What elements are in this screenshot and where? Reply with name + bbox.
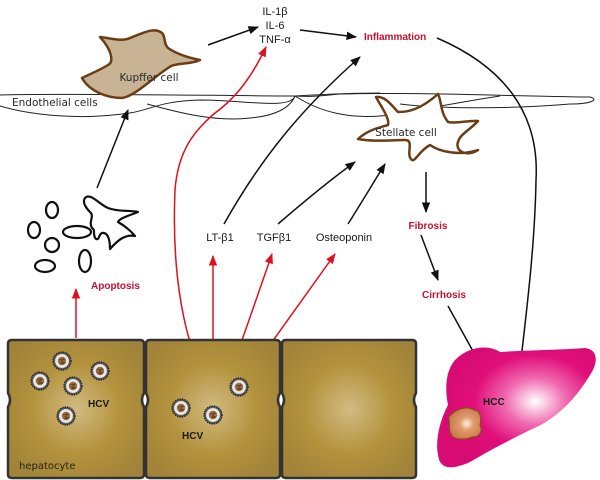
cytokine-list: IL-1β IL-6 TNF-α (259, 6, 291, 46)
cirrhosis-label: Cirrhosis (422, 290, 466, 301)
tumor-icon (448, 407, 482, 440)
hepatocyte-label: hepatocyte (19, 461, 76, 472)
hcv-virion-icon (229, 377, 249, 397)
hcv-virion-icon (63, 376, 83, 396)
hcv-virion-icon (52, 351, 72, 371)
hcv-label-2: HCV (182, 431, 203, 442)
hcv-label-1: HCV (88, 399, 109, 410)
endothelial-cells-label: Endothelial cells (12, 97, 98, 109)
arrow-ltb1-to-inflammation (223, 56, 361, 225)
kupffer-cell: Kupffer cell (80, 29, 202, 100)
arrow-fibrosis-to-cirrhosis (420, 234, 439, 281)
hcv-virion-icon (90, 361, 110, 381)
cytokine-il6: IL-6 (266, 20, 285, 32)
tgf-beta1-label: TGFβ1 (257, 232, 291, 244)
hcc-label: HCC (483, 397, 505, 408)
cytokine-il1b: IL-1β (262, 6, 287, 18)
osteoponin-label: Osteoponin (316, 232, 372, 244)
hepatocyte-1 (6, 338, 146, 480)
endothelial-layer (0, 92, 595, 120)
stellate-cell-label: Stellate cell (375, 127, 437, 139)
inflammation-label: Inflammation (364, 32, 426, 43)
hcv-virion-icon (30, 371, 50, 391)
liver-icon: HCC (437, 347, 596, 468)
apoptotic-cell-fragments-icon (26, 195, 140, 274)
hcv-virion-icon (203, 405, 223, 425)
arrow-kupffer-to-cytokines (207, 26, 259, 46)
arrow-cytokines-to-inflammation (299, 29, 358, 40)
arrow-apoptosis-to-kupffer (96, 109, 129, 189)
stellate-cell: Stellate cell (356, 92, 480, 162)
hcv-virion-icon (171, 398, 191, 418)
arrow-tgfb1-to-stellate (277, 161, 356, 225)
fibrosis-label: Fibrosis (409, 221, 448, 232)
arrow-osteoponin-to-stellate (347, 163, 386, 225)
arrow-hcv-to-cytokines (173, 46, 267, 379)
hcv-virion-icon (56, 406, 76, 426)
hepatocyte-3 (280, 338, 418, 480)
kupffer-cell-label: Kupffer cell (119, 72, 178, 84)
apoptosis-label: Apoptosis (91, 281, 140, 292)
cytokine-tnfa: TNF-α (259, 34, 291, 46)
lt-beta1-label: LT-β1 (206, 232, 234, 244)
arrow-inflammation-to-hcc (436, 37, 537, 370)
